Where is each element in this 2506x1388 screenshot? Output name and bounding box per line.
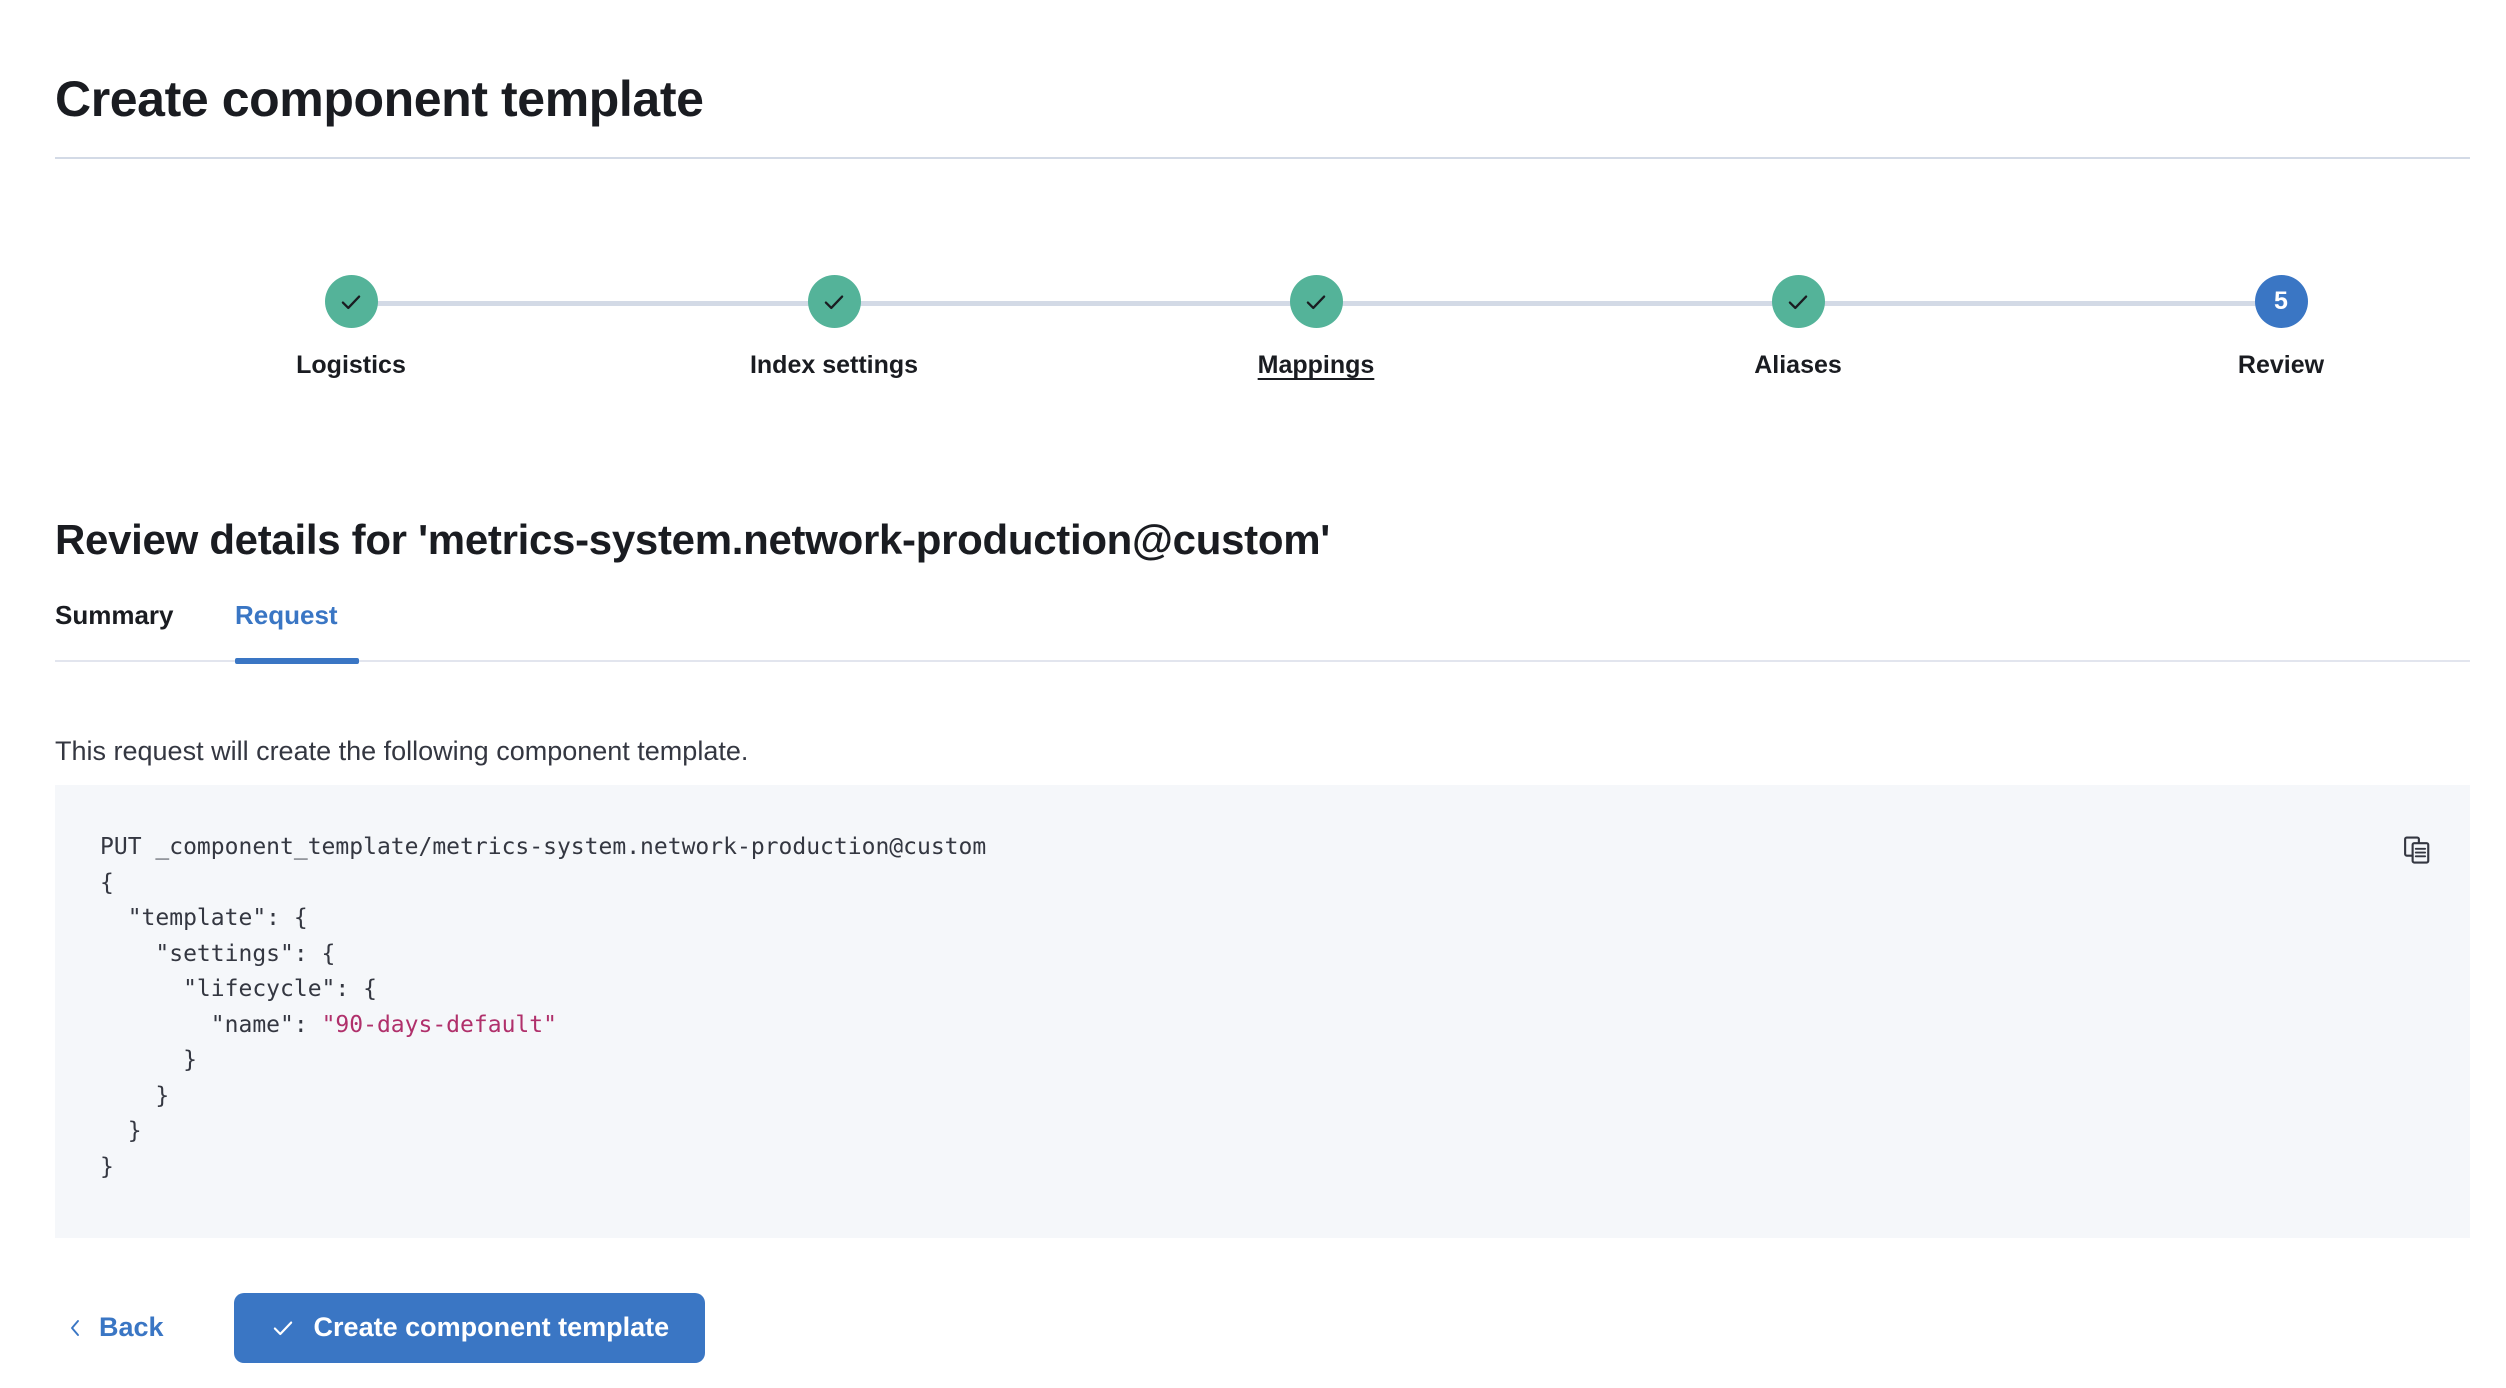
wizard-stepper: Logistics Index settings Mappings — [55, 225, 2470, 379]
code-body-before: { "template": { "settings": { "lifecycle… — [100, 869, 377, 1038]
stepper-step-label: Review — [2237, 351, 2325, 379]
tab-request[interactable]: Request — [235, 600, 338, 662]
copy-to-clipboard-button[interactable] — [2394, 827, 2440, 873]
check-icon — [1788, 294, 1808, 309]
check-icon — [824, 294, 844, 309]
code-body-after: } } } } — [100, 1047, 197, 1180]
stepper-step-aliases[interactable]: Aliases — [1638, 225, 1958, 380]
back-button[interactable]: Back — [55, 1306, 174, 1349]
stepper-step-logistics[interactable]: Logistics — [191, 225, 511, 380]
step-number: 5 — [2274, 287, 2288, 315]
tabs-bottom-border — [55, 660, 2470, 662]
request-description: This request will create the following c… — [55, 736, 749, 766]
step-status-circle — [1289, 275, 1343, 328]
stepper-step-review[interactable]: 5 Review — [2121, 225, 2441, 380]
check-icon — [1306, 294, 1326, 309]
step-status-circle — [807, 275, 861, 328]
header-divider — [55, 157, 2470, 159]
check-icon — [341, 294, 361, 309]
chevron-left-icon — [71, 1319, 79, 1336]
request-code-text: PUT _component_template/metrics-system.n… — [100, 830, 986, 1185]
check-icon — [273, 1321, 292, 1335]
copy-clipboard-icon — [2404, 836, 2430, 864]
create-button-label: Create component template — [313, 1312, 670, 1342]
code-request-line: PUT _component_template/metrics-system.n… — [100, 834, 987, 860]
stepper-step-index-settings[interactable]: Index settings — [674, 225, 994, 380]
wizard-footer-actions: Back Create component template — [55, 1290, 706, 1365]
step-status-circle: 5 — [2254, 275, 2308, 328]
stepper-step-label: Mappings — [1257, 351, 1375, 379]
stepper-step-mappings[interactable]: Mappings — [1156, 225, 1476, 380]
stepper-step-label: Aliases — [1754, 351, 1842, 379]
back-button-label: Back — [99, 1312, 164, 1342]
page-title: Create component template — [55, 70, 704, 127]
stepper-step-label: Logistics — [296, 351, 406, 379]
step-status-circle — [1771, 275, 1825, 328]
create-component-template-button[interactable]: Create component template — [233, 1292, 706, 1363]
request-code-block: PUT _component_template/metrics-system.n… — [55, 785, 2470, 1238]
code-body-value: "90-days-default" — [321, 1011, 557, 1038]
tab-summary[interactable]: Summary — [55, 600, 174, 662]
stepper-step-label: Index settings — [749, 351, 919, 379]
review-tabs: Summary Request — [55, 600, 2470, 664]
review-heading: Review details for 'metrics-system.netwo… — [55, 515, 1330, 563]
step-status-circle — [324, 275, 378, 328]
active-tab-indicator — [235, 658, 359, 664]
